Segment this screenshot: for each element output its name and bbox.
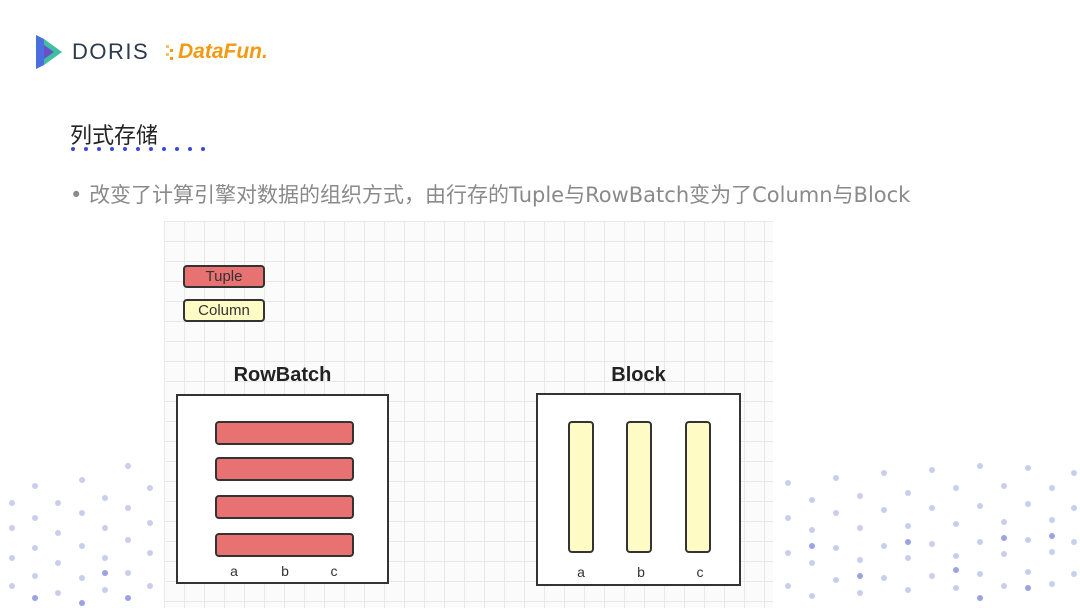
datafun-logo: DataFun. xyxy=(166,40,268,64)
datafun-logo-icon xyxy=(166,45,173,60)
rowbatch-container: a b c xyxy=(176,394,389,584)
title-underline-dots xyxy=(71,147,205,151)
bullet-marker: • xyxy=(70,183,90,207)
decorative-dots-right xyxy=(785,463,1077,601)
decorative-dots-left xyxy=(9,463,153,606)
rowbatch-label-c: c xyxy=(330,563,338,579)
doris-wordmark: DORIS xyxy=(72,39,150,64)
bullet-text: 改变了计算引擎对数据的组织方式，由行存的Tuple与RowBatch变为了Col… xyxy=(89,183,911,207)
legend-tuple: Tuple xyxy=(183,265,265,288)
column-bar xyxy=(568,421,594,553)
tuple-row xyxy=(215,421,354,445)
tuple-row xyxy=(215,457,354,481)
block-title: Block xyxy=(611,364,666,386)
block-label-c: c xyxy=(696,564,704,580)
column-bar xyxy=(626,421,652,553)
tuple-row xyxy=(215,495,354,519)
rowbatch-label-a: a xyxy=(230,563,238,579)
datafun-wordmark: DataFun. xyxy=(178,40,268,63)
tuple-row xyxy=(215,533,354,557)
block-label-a: a xyxy=(577,564,585,580)
column-bar xyxy=(685,421,711,553)
block-container: a b c xyxy=(536,393,741,586)
rowbatch-title: RowBatch xyxy=(233,364,332,386)
block-label-b: b xyxy=(637,564,645,580)
doris-logo-icon xyxy=(36,35,62,69)
rowbatch-label-b: b xyxy=(281,563,289,579)
doris-logo: DORIS xyxy=(34,33,149,71)
page-title: 列式存储 xyxy=(70,124,159,149)
storage-diagram: Tuple Column RowBatch a b c Block a b c xyxy=(164,221,773,608)
bullet-point: • 改变了计算引擎对数据的组织方式，由行存的Tuple与RowBatch变为了C… xyxy=(70,179,910,209)
legend-column: Column xyxy=(183,299,265,322)
